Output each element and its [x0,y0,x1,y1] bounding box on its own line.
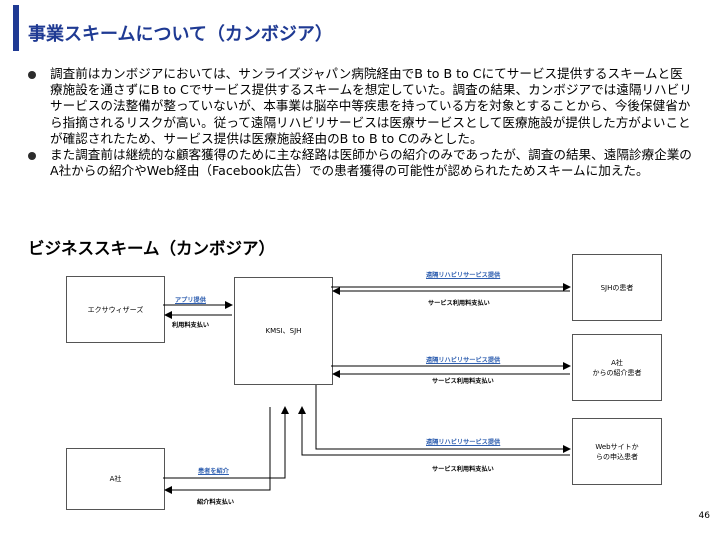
bullet-dot-icon [28,70,36,79]
kmsi-sjh-box: KMSI、SJH [234,277,333,385]
section-title: ビジネススキーム（カンボジア） [28,239,276,258]
patient-referral-arrow [163,406,289,479]
page-number: 46 [698,511,710,521]
acompany-box: A社 [66,448,165,510]
bullet-dot-icon [28,151,36,160]
bullet-list: 調査前はカンボジアにおいては、サンライズジャパン病院経由でB to B to C… [25,66,693,179]
service-fee-1-label: サービス利用料支払い [428,300,490,307]
patient-referral-label: 患者を紹介 [198,468,229,475]
remote-rehab-1-label: 遠隔リハビリサービス提供 [426,272,501,279]
acompany-patient-label: A社 からの紹介患者 [592,358,642,377]
remote-rehab-3-label: 遠隔リハビリサービス提供 [426,439,501,446]
bullet-text: 調査前はカンボジアにおいては、サンライズジャパン病院経由でB to B to C… [50,66,692,146]
sjh-patient-box: SJHの患者 [572,254,662,321]
usage-fee-label: 利用料支払い [172,322,210,329]
service-fee-3-label: サービス利用料支払い [432,466,494,473]
bullet-text: また調査前は継続的な顧客獲得のために主な経路は医師からの紹介のみであったが、調査… [50,147,692,179]
web-patient-box: Webサイトか らの申込患者 [572,418,662,485]
bullet-item: 調査前はカンボジアにおいては、サンライズジャパン病院経由でB to B to C… [25,66,693,147]
web-patient-label: Webサイトか らの申込患者 [595,442,639,461]
referral-fee-label: 紹介料支払い [197,499,235,506]
acompany-label: A社 [109,475,122,483]
exawizards-label: エクサウィザーズ [87,305,144,314]
title-accent-bar [13,5,19,51]
remote-rehab-2-label: 遠隔リハビリサービス提供 [426,357,501,364]
acompany-patient-box: A社 からの紹介患者 [572,334,662,401]
service-fee-3-arrow [298,406,570,456]
referral-fee-arrow [164,407,271,494]
remote-rehab-3-arrow [315,385,571,453]
page-title: 事業スキームについて（カンボジア） [28,24,333,45]
app-provide-label: アプリ提供 [175,297,206,304]
bullet-item: また調査前は継続的な顧客獲得のために主な経路は医師からの紹介のみであったが、調査… [25,147,693,179]
service-fee-2-label: サービス利用料支払い [432,378,494,385]
sjh-patient-label: SJHの患者 [600,283,634,292]
exawizards-box: エクサウィザーズ [66,276,165,343]
kmsi-sjh-label: KMSI、SJH [265,327,302,335]
